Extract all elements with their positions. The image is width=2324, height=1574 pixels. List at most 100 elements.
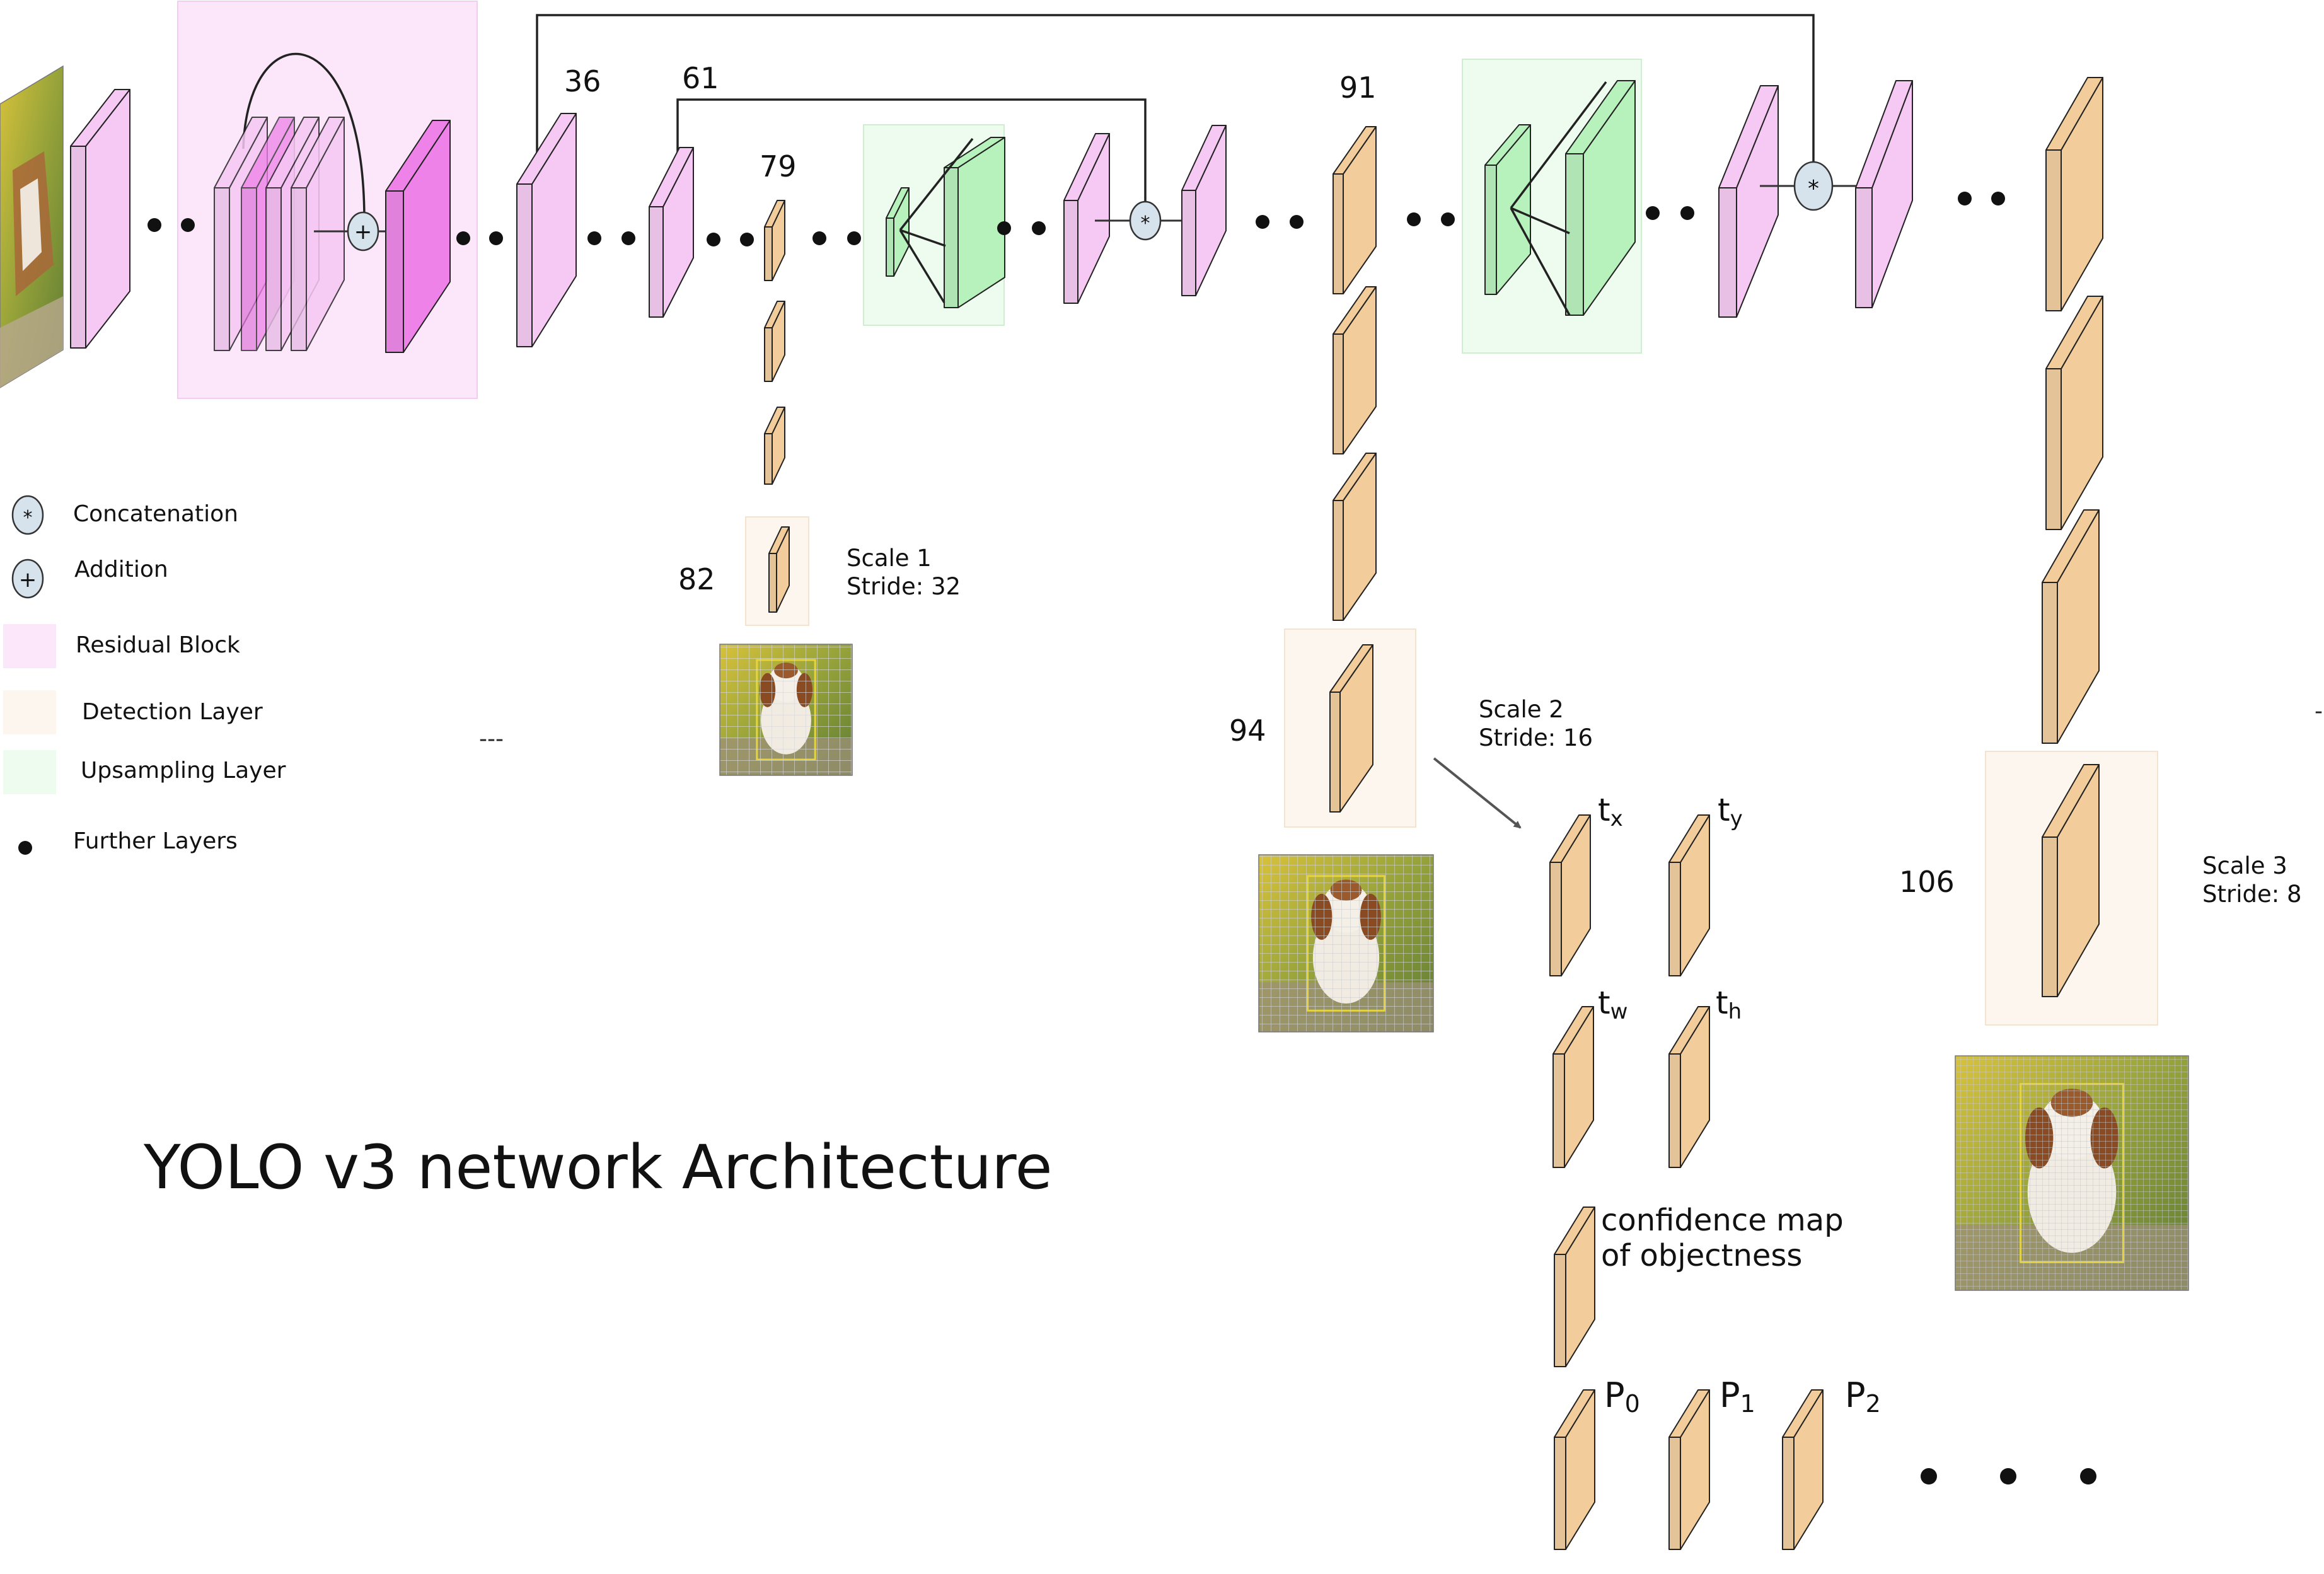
confidence-label-line1: confidence map [1601,1203,1844,1238]
detection-layer-106 [2042,764,2100,997]
residual-layer-after-concat-1b [1181,125,1227,296]
legend-concatenation: * Concatenation [11,495,238,535]
scale3-label: Scale 3 [2202,852,2287,879]
output-label-tw: tw [1598,985,1627,1024]
further-layer-dot [997,221,1011,235]
route-36-to-concat-2 [536,14,1815,170]
scale3-preview-image [1955,1055,2189,1291]
further-layer-dot [1958,192,1972,205]
further-layer-dot [1646,206,1660,220]
further-layer-dot [1991,192,2005,205]
residual-layer-pre-concat-2 [1718,85,1779,318]
residual-layer-after-concat-1a [1063,133,1110,304]
route-connections [242,14,1815,218]
further-layer-dot [812,231,826,245]
layer-number-106: 106 [1899,865,1955,899]
output-label-tx: tx [1598,792,1623,831]
layer-number-91: 91 [1339,71,1377,105]
further-layer-dot [1680,206,1694,220]
further-layer-dot [489,231,503,245]
legend-detection-layer: Detection Layer [3,690,263,734]
concatenation-node-1: * [1129,200,1162,241]
network-layers [70,77,2103,997]
upsampling-layer-2b [1565,80,1636,316]
scale3-stride: Stride: 8 [2202,881,2302,908]
output-label-p2: P2 [1845,1375,1881,1418]
further-layer-dot [147,218,161,232]
output-tensors [1549,814,1824,1550]
output-label-p0: P0 [1604,1375,1640,1418]
edge-tick: - [2315,698,2323,724]
further-layer-dot [1921,1468,1937,1484]
scale-labels: Scale 1 Stride: 32 Scale 2 Stride: 16 Sc… [847,545,2302,908]
further-layer-dot [1290,215,1304,229]
further-layer-dot [181,218,195,232]
layer-number-61: 61 [682,61,719,95]
output-label-ty: ty [1718,792,1743,831]
residual-block-output-layer [385,120,451,353]
legend: * Concatenation + Addition Residual Bloc… [3,495,286,855]
further-layer-dot [707,233,720,246]
detection-layer-scale3-c [2042,509,2100,744]
residual-layer-36 [516,113,577,347]
legend-label-residual-block: Residual Block [76,632,240,658]
output-tensor-p2 [1782,1389,1824,1550]
svg-text:+: + [19,567,37,593]
detection-layer-79 [764,200,785,281]
diagram-title: YOLO v3 network Architecture [143,1132,1053,1203]
operators: + * * [314,161,1856,252]
residual-layer-after-concat-2 [1855,80,1913,308]
input-image [0,65,64,388]
detection-layer-82 [768,526,790,613]
further-layer-dot [847,231,861,245]
add-operator-symbol: + [354,219,373,245]
legend-label-further-layers: Further Layers [73,828,238,854]
further-layer-dot [621,231,635,245]
scale2-label: Scale 2 [1479,696,1564,723]
residual-block-swatch [3,624,56,668]
output-tensor-ty [1668,814,1710,976]
detection-layer-94 [1329,644,1373,813]
residual-addition-node: + [347,211,379,252]
legend-further-layers: Further Layers [18,828,238,855]
output-label-th: th [1716,985,1742,1024]
residual-layer-1 [70,89,130,349]
further-layer-dot [1441,212,1455,226]
detection-layer-92 [1333,286,1377,454]
layer-number-82: 82 [678,562,715,596]
upsampling-fans [899,81,1607,316]
scale-previews [719,644,2189,1291]
further-layer-dot [740,233,754,246]
output-tensor-confidence [1554,1207,1595,1367]
detection-layer-93 [1333,453,1377,621]
legend-label-concatenation: Concatenation [73,501,238,527]
route-61-to-concat-1 [676,98,1147,205]
layer-number-94: 94 [1229,714,1266,748]
residual-layer-61 [649,147,694,318]
legend-label-detection-layer: Detection Layer [82,699,263,725]
concat-operator-symbol-2: * [1808,176,1819,202]
layer-number-36: 36 [564,64,601,98]
further-layers-legend-dot [18,841,32,855]
upsampling-layer-swatch [3,750,56,794]
output-label-p1: P1 [1720,1375,1755,1418]
residual-shortcut-arc [242,52,366,218]
output-tensor-tw [1552,1006,1594,1168]
output-tensor-p0 [1554,1389,1595,1550]
scale1-label: Scale 1 [847,545,932,572]
further-layer-dot [2080,1468,2096,1484]
output-labels: tx ty tw th confidence map of objectness… [1598,792,1881,1418]
concatenation-legend-icon [11,495,44,535]
detection-layer-scale3-a [2045,77,2103,311]
concat-operator-symbol-1: * [1141,212,1150,234]
detection-layer-81 [764,407,785,485]
detection-layer-swatch [3,690,56,734]
output-tensor-th [1668,1006,1710,1168]
legend-upsampling-layer: Upsampling Layer [3,750,286,794]
legend-residual-block: Residual Block [3,624,240,668]
output-tensor-tx [1549,814,1591,976]
scale2-preview-image [1258,854,1434,1033]
detection-layer-scale3-b [2045,296,2103,530]
layer-number-79: 79 [760,149,797,183]
confidence-label-line2: of objectness [1601,1238,1802,1273]
